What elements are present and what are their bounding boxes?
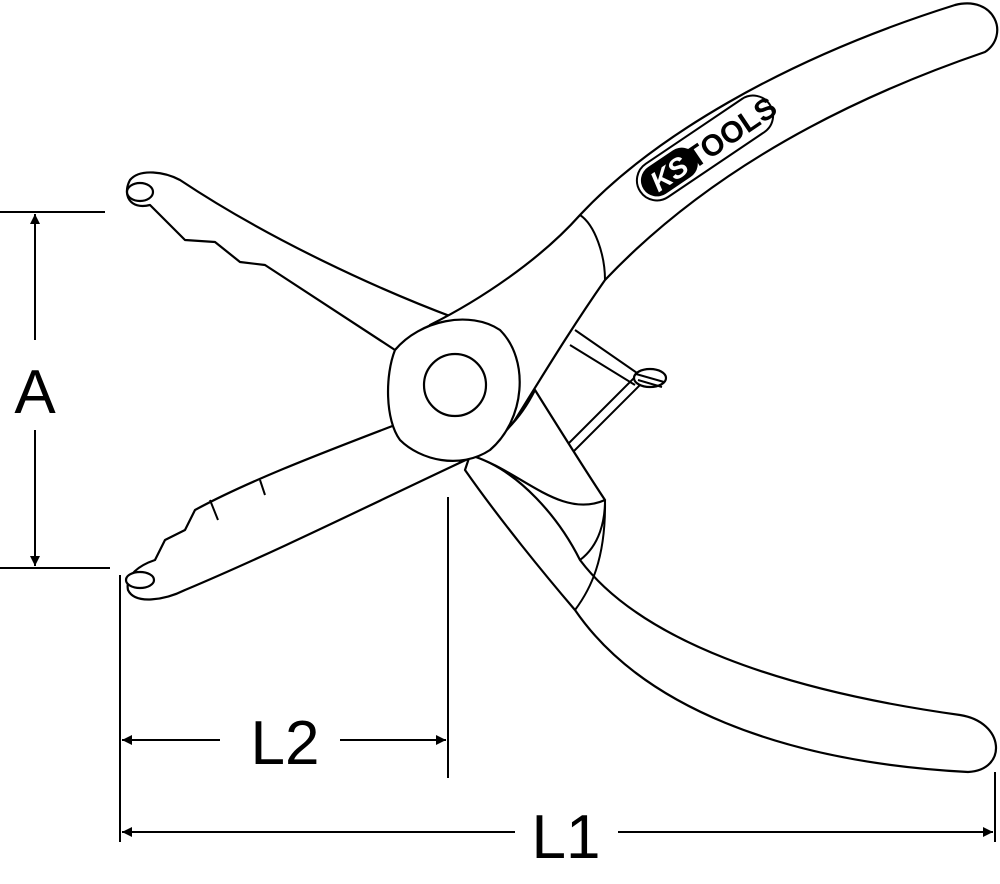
- dimension-l1: L1: [122, 772, 996, 872]
- upper-jaw: [125, 171, 457, 352]
- lower-handle: [463, 453, 997, 774]
- dimension-a: A: [0, 211, 110, 569]
- dimension-l2: L2: [119, 497, 449, 842]
- dimension-l2-label: L2: [251, 709, 320, 778]
- dimension-a-label: A: [14, 358, 56, 427]
- spring: [549, 329, 668, 471]
- dimension-l1-label: L1: [532, 803, 601, 872]
- pivot: [387, 318, 521, 462]
